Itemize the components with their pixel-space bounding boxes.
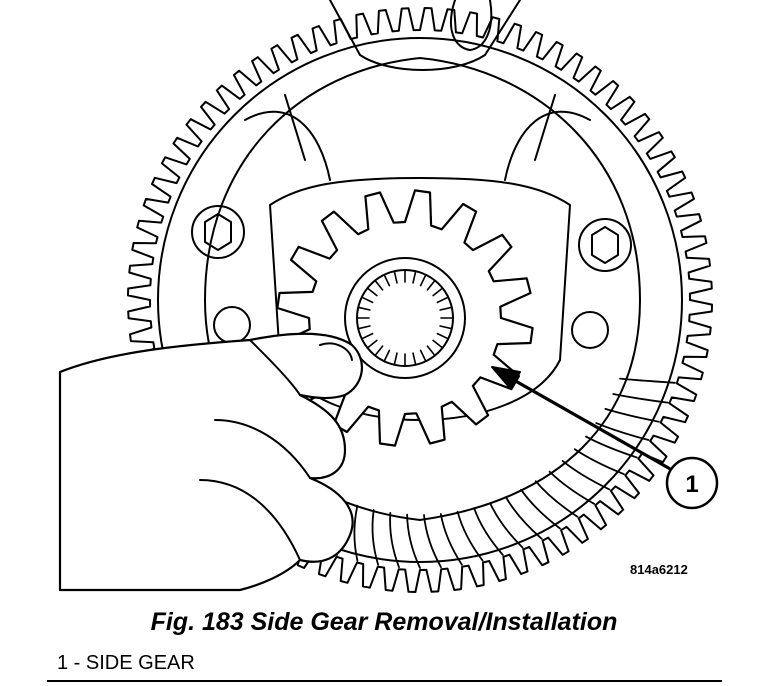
case-hub-inner — [450, 0, 493, 51]
legend-rule — [47, 680, 722, 682]
helical-tooth — [561, 460, 611, 491]
helical-tooth — [439, 513, 463, 566]
finger-crease-1 — [249, 339, 301, 396]
helical-tooth — [573, 448, 625, 475]
case-rib-left — [244, 110, 331, 181]
case-hub — [329, 0, 521, 71]
callout-arrowhead — [491, 366, 521, 389]
spline-tooth — [357, 306, 371, 311]
helical-tooth — [473, 507, 504, 556]
spline-tooth — [436, 296, 450, 304]
helical-tooth — [489, 502, 524, 549]
spline-tooth — [393, 270, 398, 284]
spline-tooth — [426, 345, 436, 357]
spline-tooth — [412, 270, 417, 284]
helical-tooth — [406, 513, 421, 569]
case-rib-left-2 — [284, 94, 306, 161]
spline-tooth — [419, 273, 427, 287]
spline-tooth — [374, 345, 384, 357]
spline-tooth — [366, 287, 378, 297]
case-bolt-lower-right — [571, 311, 609, 349]
helical-tooth — [505, 496, 543, 540]
case-bolt-right — [578, 218, 632, 272]
helical-tooth — [389, 512, 400, 569]
side-gear-bore — [356, 269, 454, 367]
spline-tooth — [439, 325, 453, 330]
case-bolt-left — [191, 205, 245, 259]
spline-tooth — [360, 296, 374, 304]
helical-tooth — [353, 504, 359, 562]
callout-leader — [503, 373, 674, 472]
helical-tooth — [619, 377, 676, 384]
callout-number: 1 — [685, 471, 698, 498]
spline-tooth — [432, 339, 444, 349]
helical-tooth — [520, 488, 561, 530]
legend-item: 1 - SIDE GEAR — [57, 652, 195, 674]
spline-tooth — [366, 339, 378, 349]
image-code-label: 814a6212 — [630, 562, 688, 577]
spline-tooth — [426, 279, 436, 291]
spline-tooth — [436, 332, 450, 340]
helical-tooth — [423, 514, 442, 569]
spline-tooth — [439, 306, 453, 311]
spline-tooth — [360, 332, 374, 340]
spline-tooth — [419, 349, 427, 363]
helical-tooth — [604, 408, 660, 423]
spline-tooth — [432, 287, 444, 297]
helical-tooth — [548, 470, 595, 505]
case-rib-right-2 — [534, 94, 556, 161]
helical-tooth — [534, 480, 579, 518]
helical-tooth — [585, 435, 638, 459]
helical-tooth — [456, 510, 484, 562]
spline-tooth — [383, 349, 391, 363]
spline-tooth — [412, 352, 417, 366]
spline-tooth — [383, 273, 391, 287]
thumb-nail — [319, 342, 353, 361]
callout-circle — [665, 456, 719, 510]
spline-tooth — [357, 325, 371, 330]
case-rib-right — [504, 110, 591, 181]
finger-crease-2 — [214, 419, 311, 479]
technician-hand — [58, 332, 364, 592]
helical-tooth — [612, 393, 669, 404]
spline-tooth — [393, 352, 398, 366]
helical-tooth — [595, 422, 650, 441]
figure-caption: Fig. 183 Side Gear Removal/Installation — [150, 608, 618, 636]
helical-tooth — [371, 509, 379, 566]
side-gear-splines — [356, 269, 454, 367]
finger-crease-3 — [199, 479, 301, 561]
spline-tooth — [374, 279, 384, 291]
